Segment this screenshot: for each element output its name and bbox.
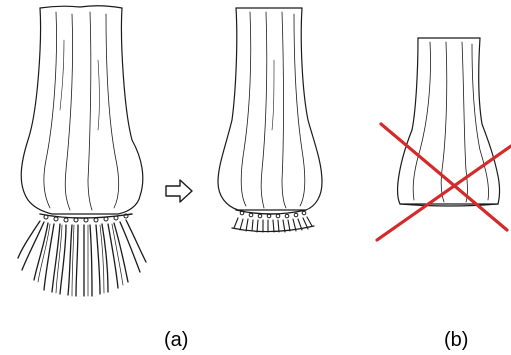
untrimmed-leek-illustration [18,6,146,296]
caption-b: (b) [444,330,468,350]
hollow-right-arrow-icon [166,180,192,202]
caption-a: (a) [164,330,188,350]
trimmed-root-leek-illustration [218,8,322,232]
